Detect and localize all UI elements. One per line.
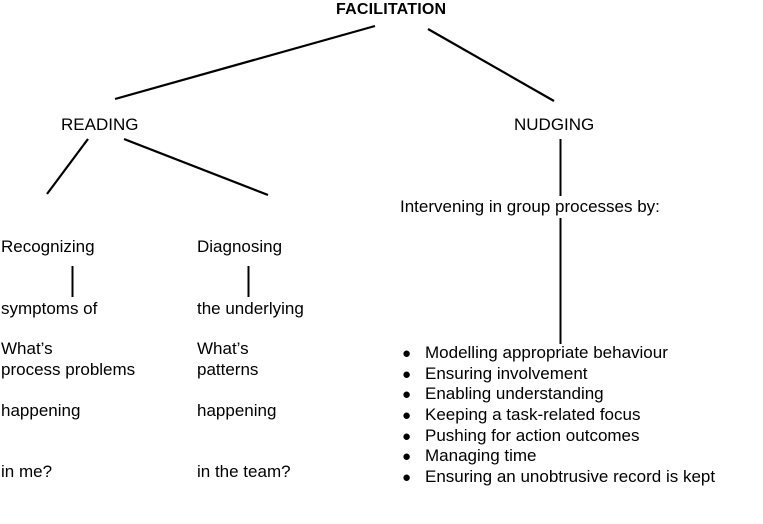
node-question-me-line-1: What’s (1, 339, 53, 358)
node-diagnosing-line-1: Diagnosing (197, 237, 283, 256)
bullet-label: Ensuring an unobtrusive record is kept (425, 467, 716, 487)
bullet-icon: ● (402, 365, 412, 383)
node-question-me: What’s happening in me? (1, 298, 80, 524)
bullet-label: Modelling appropriate behaviour (425, 343, 668, 362)
node-recognizing-line-1: Recognizing (1, 237, 95, 256)
diagram-title: FACILITATION (336, 1, 447, 18)
bullet-icon: ● (402, 427, 412, 445)
edge-reading-to-diagnosing (123, 137, 269, 197)
list-item: ● Modelling appropriate behaviour (402, 343, 715, 364)
bullet-label: Enabling understanding (425, 384, 604, 404)
bullet-icon: ● (402, 448, 412, 466)
node-diagnosing: Diagnosing the underlying patterns (197, 196, 304, 422)
list-item: ● Keeping a task-related focus (402, 405, 715, 426)
list-item: ● Enabling understanding (402, 384, 715, 405)
node-diagnosing-line-3: patterns (197, 360, 259, 379)
edge-facilitation-to-nudging (427, 28, 555, 102)
branch-label-reading: READING (61, 115, 139, 134)
node-question-team-line-1: What’s (197, 339, 249, 358)
bullet-icon: ● (402, 386, 412, 404)
node-intervening-leadin: Intervening in group processes by: (400, 197, 660, 216)
bullet-label: Ensuring involvement (425, 363, 588, 383)
connector-lines (46, 24, 562, 344)
list-item: ● Ensuring an unobtrusive record is kept (402, 467, 715, 488)
edge-facilitation-to-reading (114, 24, 376, 101)
node-recognizing-line-3: process problems (1, 360, 136, 379)
node-question-team: What’s happening in the team? (197, 298, 291, 524)
node-question-me-line-3: in me? (1, 462, 53, 481)
bullet-icon: ● (402, 469, 412, 487)
node-question-me-line-2: happening (1, 400, 81, 420)
facilitation-diagram: FACILITATION READING NUDGING Recognizing… (1, 1, 716, 488)
bullet-label: Pushing for action outcomes (425, 425, 640, 445)
bullet-icon: ● (402, 407, 412, 425)
nudging-bullet-list: ● Modelling appropriate behaviour ● Ensu… (402, 343, 715, 488)
bullet-label: Managing time (425, 446, 537, 466)
node-question-team-line-2: happening (197, 400, 277, 420)
node-diagnosing-line-2: the underlying (197, 298, 304, 318)
node-recognizing-line-2: symptoms of (1, 298, 98, 318)
list-item: ● Ensuring involvement (402, 364, 715, 385)
list-item: ● Pushing for action outcomes (402, 426, 715, 447)
edge-reading-to-recognizing (46, 138, 89, 195)
node-recognizing: Recognizing symptoms of process problems (1, 196, 135, 422)
branch-label-nudging: NUDGING (514, 115, 595, 134)
bullet-icon: ● (402, 345, 412, 362)
list-item: ● Managing time (402, 446, 715, 467)
node-question-team-line-3: in the team? (197, 462, 291, 481)
bullet-label: Keeping a task-related focus (425, 405, 641, 425)
